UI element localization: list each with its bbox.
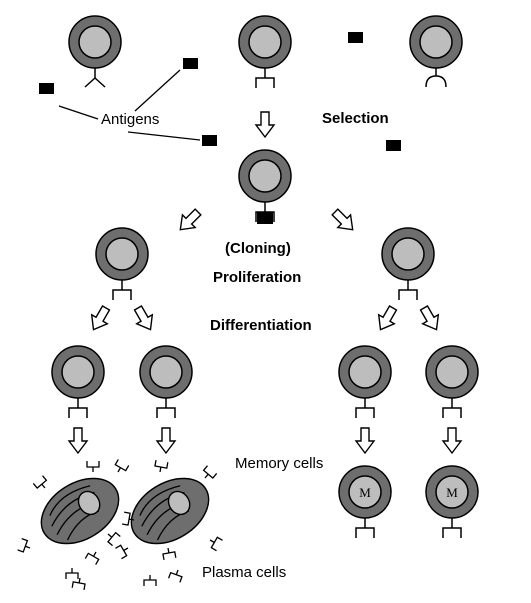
arrow-clone-right — [327, 204, 360, 237]
effector-cell — [139, 345, 193, 419]
arrow-selection — [255, 111, 275, 138]
antibody-icon — [86, 460, 100, 473]
antigen-pointer-line — [134, 69, 181, 112]
antibody-icon — [103, 528, 121, 547]
antibody-icon — [199, 465, 218, 483]
memory-cell: M — [338, 465, 392, 539]
antibody-icon — [161, 546, 177, 561]
arrow-to-plasma — [68, 427, 88, 454]
antibody-icon — [114, 542, 132, 560]
top-cell-left — [68, 15, 122, 88]
label-cloning: (Cloning) — [225, 240, 291, 257]
antibody-icon — [112, 458, 130, 476]
label-memory-cells: Memory cells — [235, 455, 324, 472]
top-cell-right — [409, 15, 463, 88]
effector-cell — [51, 345, 105, 419]
label-selection: Selection — [322, 110, 389, 127]
label-differentiation: Differentiation — [210, 317, 312, 334]
antigen-marker — [202, 135, 217, 146]
antigen-marker — [183, 58, 198, 69]
memory-cell: M — [425, 465, 479, 539]
clone-cell-right — [381, 227, 435, 301]
arrow-to-memory — [442, 427, 462, 454]
antigen-marker — [386, 140, 401, 151]
bound-antigen — [257, 212, 273, 224]
antibody-icon — [143, 574, 157, 587]
label-proliferation: Proliferation — [213, 269, 302, 286]
label-antigens: Antigens — [101, 111, 160, 128]
clone-cell-left — [95, 227, 149, 301]
label-plasma-cells: Plasma cells — [202, 564, 287, 581]
memory-cell-letter: M — [446, 485, 458, 500]
antigen-marker — [348, 32, 363, 43]
selected-cell — [238, 149, 292, 223]
effector-cell — [425, 345, 479, 419]
arrow-clone-left — [173, 204, 206, 237]
antigen-marker — [39, 83, 54, 94]
antibody-icon — [153, 459, 169, 474]
antibody-icon — [167, 567, 185, 584]
antigen-pointer-line — [58, 105, 99, 120]
arrow-to-plasma — [156, 427, 176, 454]
antibody-icon — [206, 534, 224, 552]
antibody-icon — [65, 567, 79, 580]
plasma-cell — [118, 464, 222, 558]
antibody-icon — [16, 537, 33, 555]
arrow-to-memory — [355, 427, 375, 454]
antibody-icon — [84, 548, 102, 566]
top-cell-middle — [238, 15, 292, 89]
arrow-diff-left-b — [129, 302, 159, 335]
arrow-diff-left-a — [85, 302, 115, 335]
antibody-icon — [71, 576, 87, 591]
arrow-diff-right-a — [372, 302, 402, 335]
arrow-diff-right-b — [415, 302, 445, 335]
memory-cell-letter: M — [359, 485, 371, 500]
antibody-icon — [32, 475, 51, 493]
antigen-pointer-line — [127, 131, 201, 141]
effector-cell — [338, 345, 392, 419]
